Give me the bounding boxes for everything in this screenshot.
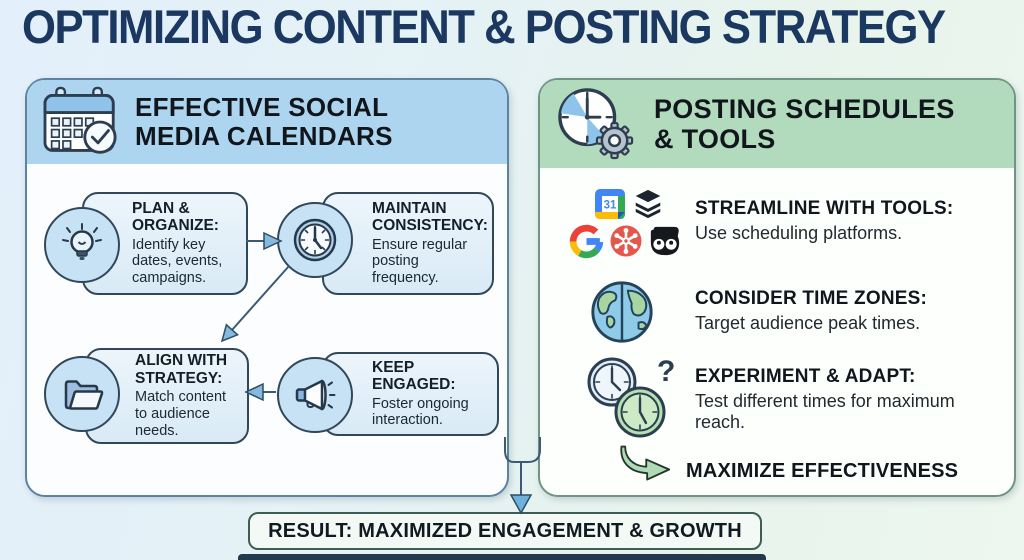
item-title: EXPERIMENT & ADAPT:: [695, 366, 916, 387]
svg-text:?: ?: [657, 355, 674, 388]
item-time-zones: CONSIDER TIME ZONES: Target audience pea…: [695, 288, 995, 334]
flow-box-title: PLAN & ORGANIZE:: [132, 199, 219, 235]
right-panel-header: POSTING SCHEDULES & TOOLS: [540, 80, 1014, 168]
arrow-panels-to-result: [504, 437, 541, 515]
flow-box-description: Match content to audience needs.: [135, 389, 227, 439]
flow-box-keep-engaged: KEEP ENGAGED: Foster ongoing interaction…: [322, 352, 499, 436]
flow-box-description: Ensure regular posting frequency.: [372, 236, 468, 287]
item-title: STREAMLINE WITH TOOLS:: [695, 198, 954, 219]
megaphone-icon: [277, 357, 353, 433]
result-box: RESULT: MAXIMIZED ENGAGEMENT & GROWTH: [248, 512, 762, 550]
hootsuite-icon: [648, 224, 682, 263]
flow-box-title: KEEP ENGAGED:: [372, 358, 456, 394]
clock-icon: [277, 202, 353, 278]
calendar-check-icon: [43, 86, 117, 154]
hubspot-icon: [608, 223, 644, 264]
page-title: OPTIMIZING CONTENT & POSTING STRATEGY: [22, 0, 946, 54]
right-panel: POSTING SCHEDULES & TOOLS 31: [538, 78, 1016, 497]
clock-gear-icon: [558, 88, 634, 160]
flow-box-description: Foster ongoing interaction.: [372, 395, 469, 429]
item-title: CONSIDER TIME ZONES:: [695, 288, 928, 309]
left-panel-header: EFFECTIVE SOCIAL MEDIA CALENDARS: [27, 80, 507, 164]
item-description: Test different times for maximum reach.: [695, 390, 955, 432]
flow-box-title: ALIGN WITH STRATEGY:: [135, 352, 228, 387]
clocks-question-icon: ?: [582, 354, 675, 445]
google-icon: [568, 223, 605, 265]
google-calendar-icon: 31: [592, 186, 628, 227]
maximize-effectiveness-label: MAXIMIZE EFFECTIVENESS: [686, 460, 959, 482]
lightbulb-icon: [44, 207, 120, 283]
flow-box-description: Identify key dates, events, campaigns.: [132, 236, 223, 287]
bottom-partial-bar: [238, 554, 766, 560]
item-description: Use scheduling platforms.: [695, 222, 903, 243]
google-calendar-day: 31: [604, 200, 617, 212]
item-experiment-adapt: EXPERIMENT & ADAPT: Test different times…: [695, 366, 955, 432]
curved-arrow-icon: [616, 442, 682, 491]
item-streamline-tools: STREAMLINE WITH TOOLS: Use scheduling pl…: [695, 198, 995, 244]
left-panel: EFFECTIVE SOCIAL MEDIA CALENDARS PLAN & …: [25, 78, 509, 497]
flow-box-title: MAINTAIN CONSISTENCY:: [372, 199, 488, 235]
result-label: RESULT: MAXIMIZED ENGAGEMENT & GROWTH: [268, 519, 742, 542]
left-panel-title: EFFECTIVE SOCIAL MEDIA CALENDARS: [135, 91, 393, 151]
item-description: Target audience peak times.: [695, 312, 921, 333]
folder-icon: [44, 356, 120, 432]
globe-icon: [588, 278, 656, 351]
buffer-icon: [631, 187, 665, 226]
right-panel-title: POSTING SCHEDULES & TOOLS: [654, 93, 955, 154]
flow-box-plan-organize: PLAN & ORGANIZE: Identify key dates, eve…: [82, 192, 248, 295]
